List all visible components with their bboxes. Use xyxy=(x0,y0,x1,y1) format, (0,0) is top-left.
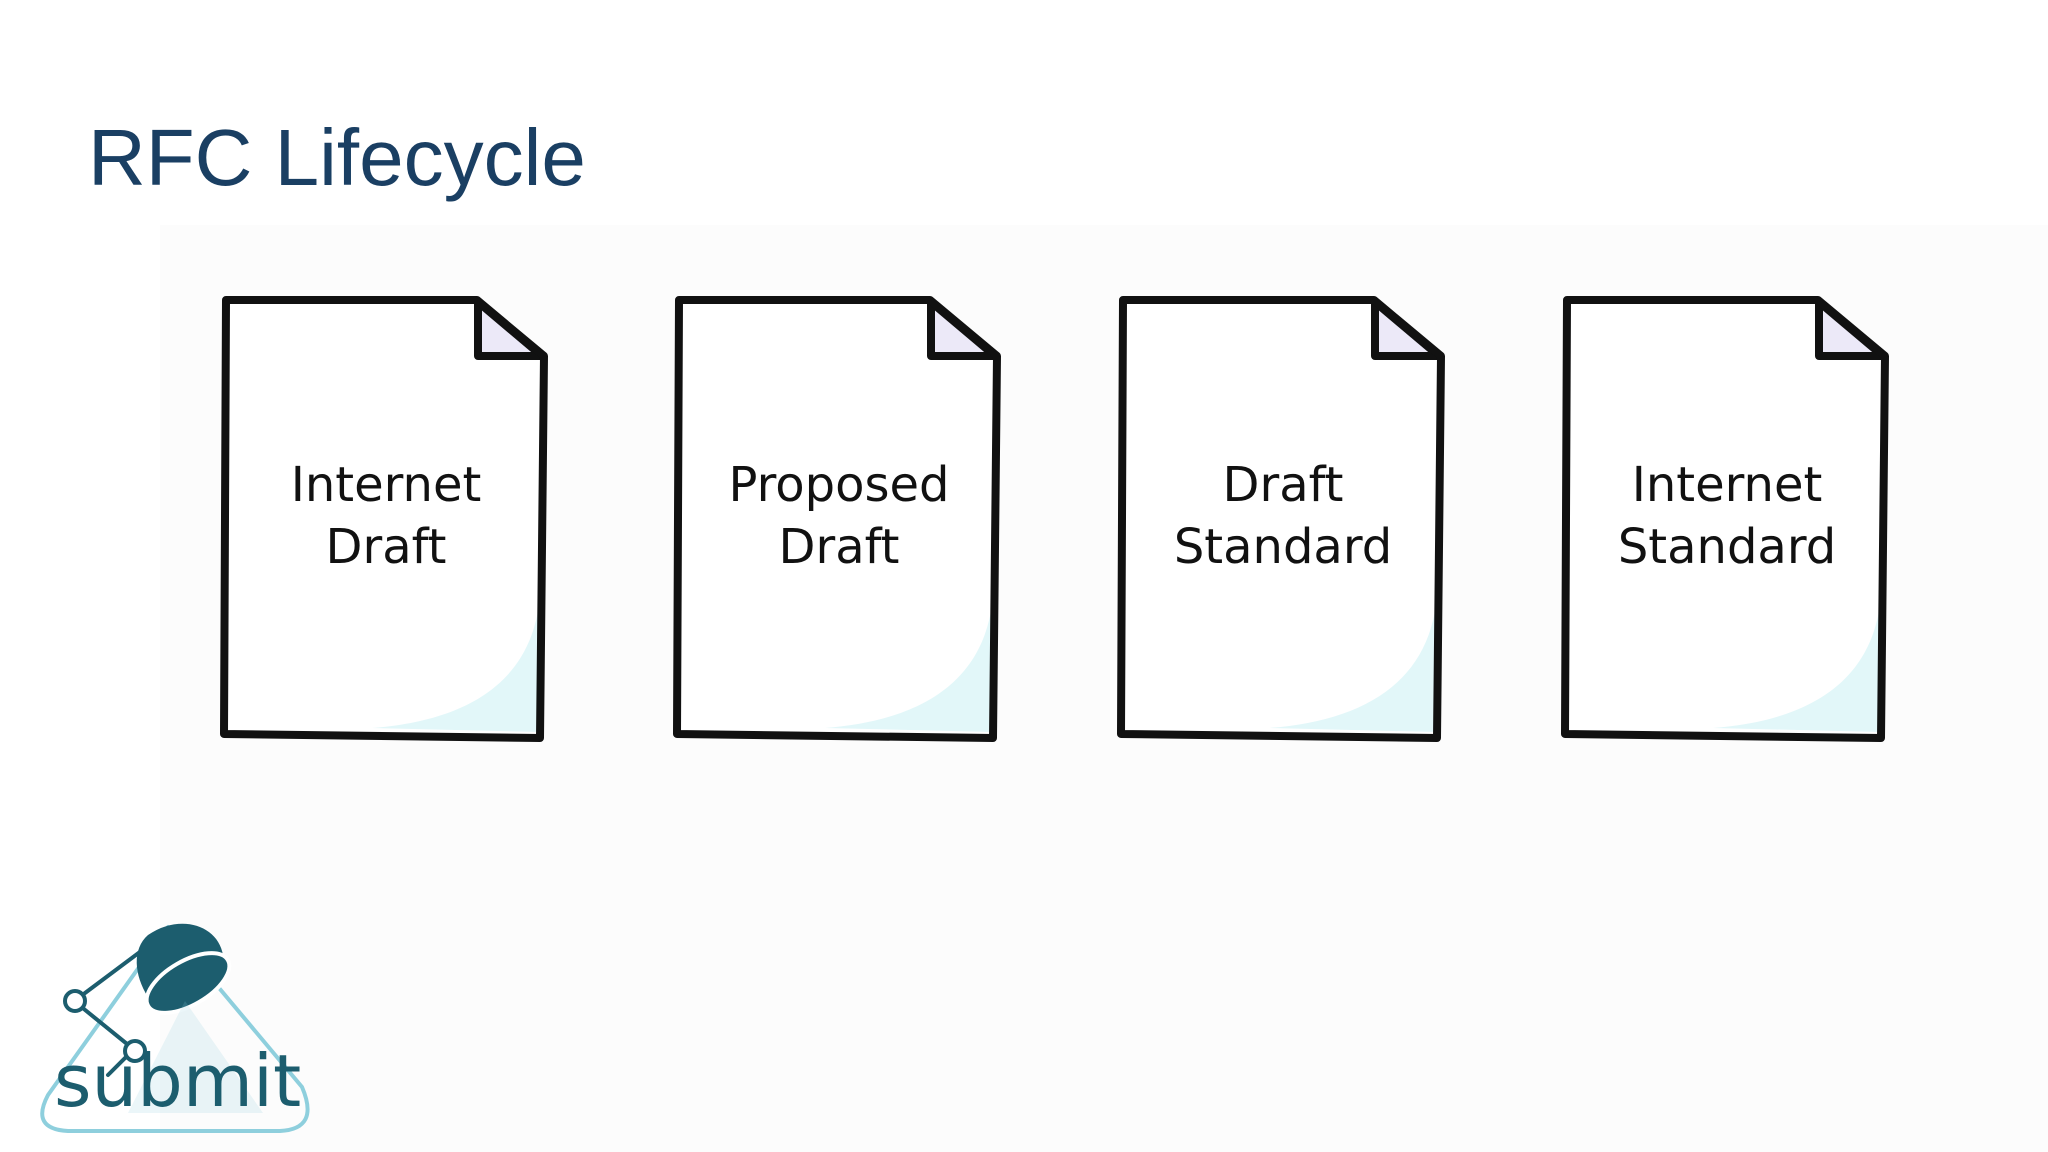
document-icon xyxy=(673,296,1001,742)
document-label: Internet Standard xyxy=(1563,454,1891,578)
document-internet-standard: Internet Standard xyxy=(1561,296,1903,746)
document-label-line2: Draft xyxy=(325,519,447,575)
document-label-line1: Proposed xyxy=(728,457,950,513)
document-label: Proposed Draft xyxy=(675,454,1003,578)
document-label-line2: Draft xyxy=(778,519,900,575)
slide-title: RFC Lifecycle xyxy=(88,113,586,202)
document-label-line2: Standard xyxy=(1173,519,1393,575)
document-internet-draft: Internet Draft xyxy=(220,296,562,746)
document-proposed-draft: Proposed Draft xyxy=(673,296,1015,746)
document-icon xyxy=(1561,296,1889,742)
document-icon xyxy=(1117,296,1445,742)
logo-text: submit xyxy=(54,1039,302,1123)
document-label-line1: Internet xyxy=(1631,457,1823,513)
document-icon xyxy=(220,296,548,742)
submit-logo: submit xyxy=(30,905,320,1135)
document-draft-standard: Draft Standard xyxy=(1117,296,1459,746)
document-label: Internet Draft xyxy=(222,454,550,578)
lamp-icon xyxy=(40,923,310,1133)
document-label-line2: Standard xyxy=(1617,519,1837,575)
document-label-line1: Draft xyxy=(1222,457,1344,513)
document-label: Draft Standard xyxy=(1119,454,1447,578)
document-label-line1: Internet xyxy=(290,457,482,513)
